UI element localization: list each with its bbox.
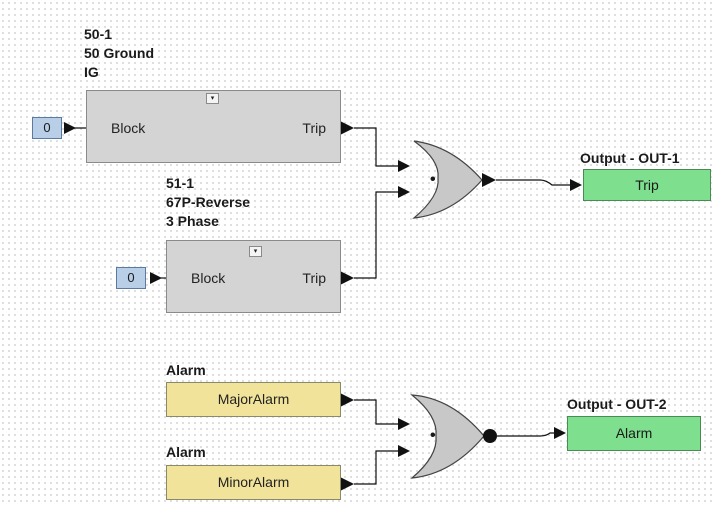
wire-alarm1-to-gate2 — [354, 399, 398, 425]
block1-input-value[interactable]: 0 — [32, 117, 62, 139]
block2-input-value[interactable]: 0 — [116, 267, 146, 289]
nor-gate-2-icon[interactable] — [410, 394, 485, 479]
alarm1-box[interactable]: MajorAlarm — [166, 382, 341, 417]
output2-box[interactable]: Alarm — [567, 416, 701, 451]
wire-gate2-to-out2 — [497, 432, 556, 437]
block2-title-line-2: 67P-Reverse — [166, 194, 251, 210]
block2-input-arrow-icon — [150, 272, 162, 284]
block2-dropdown-icon[interactable]: ▾ — [249, 246, 262, 257]
gate2-symbol: • — [430, 427, 436, 444]
block1-title-line-1: 50-1 — [84, 26, 113, 42]
gate2-input1-arrow-icon — [398, 418, 410, 430]
block1-title-line-2: 50 Ground — [84, 45, 155, 61]
gate1-input2-arrow-icon — [398, 186, 410, 198]
wire-block2-to-gate1 — [354, 191, 398, 279]
block2-output-label: Trip — [302, 270, 326, 286]
gate1-input1-arrow-icon — [398, 160, 410, 172]
block1-title-line-3: IG — [84, 64, 99, 80]
alarm2-header: Alarm — [166, 444, 206, 460]
alarm1-pin-icon — [340, 393, 354, 407]
block1-function-block[interactable]: ▾ Block Trip — [86, 90, 341, 163]
block2-function-block[interactable]: ▾ Block Trip — [166, 240, 341, 313]
output1-box[interactable]: Trip — [583, 169, 711, 201]
gate2-input2-arrow-icon — [398, 445, 410, 457]
output2-header: Output - OUT-2 — [567, 396, 667, 412]
out1-input-arrow-icon — [570, 179, 582, 191]
alarm1-header: Alarm — [166, 362, 206, 378]
block2-trip-pin-icon — [340, 271, 354, 285]
block2-title-line-3: 3 Phase — [166, 213, 219, 229]
block2-input-label: Block — [191, 270, 226, 286]
alarm2-box[interactable]: MinorAlarm — [166, 465, 341, 500]
output1-header: Output - OUT-1 — [580, 150, 680, 166]
block1-trip-pin-icon — [340, 121, 354, 135]
block2-title-line-1: 51-1 — [166, 175, 195, 191]
wire-block1-to-gate1 — [354, 127, 398, 167]
or-gate-1-icon[interactable] — [412, 140, 483, 219]
gate1-output-pin-icon — [482, 173, 496, 187]
out2-input-arrow-icon — [554, 427, 566, 439]
gate2-inversion-bubble-icon — [483, 429, 497, 443]
block1-input-label: Block — [111, 120, 146, 136]
block1-dropdown-icon[interactable]: ▾ — [206, 93, 219, 104]
block1-output-label: Trip — [302, 120, 326, 136]
gate1-symbol: • — [430, 171, 436, 188]
alarm2-pin-icon — [340, 477, 354, 491]
block1-input-arrow-icon — [64, 122, 76, 134]
wire-gate1-to-out1 — [496, 179, 576, 186]
wire-alarm2-to-gate2 — [354, 450, 398, 485]
